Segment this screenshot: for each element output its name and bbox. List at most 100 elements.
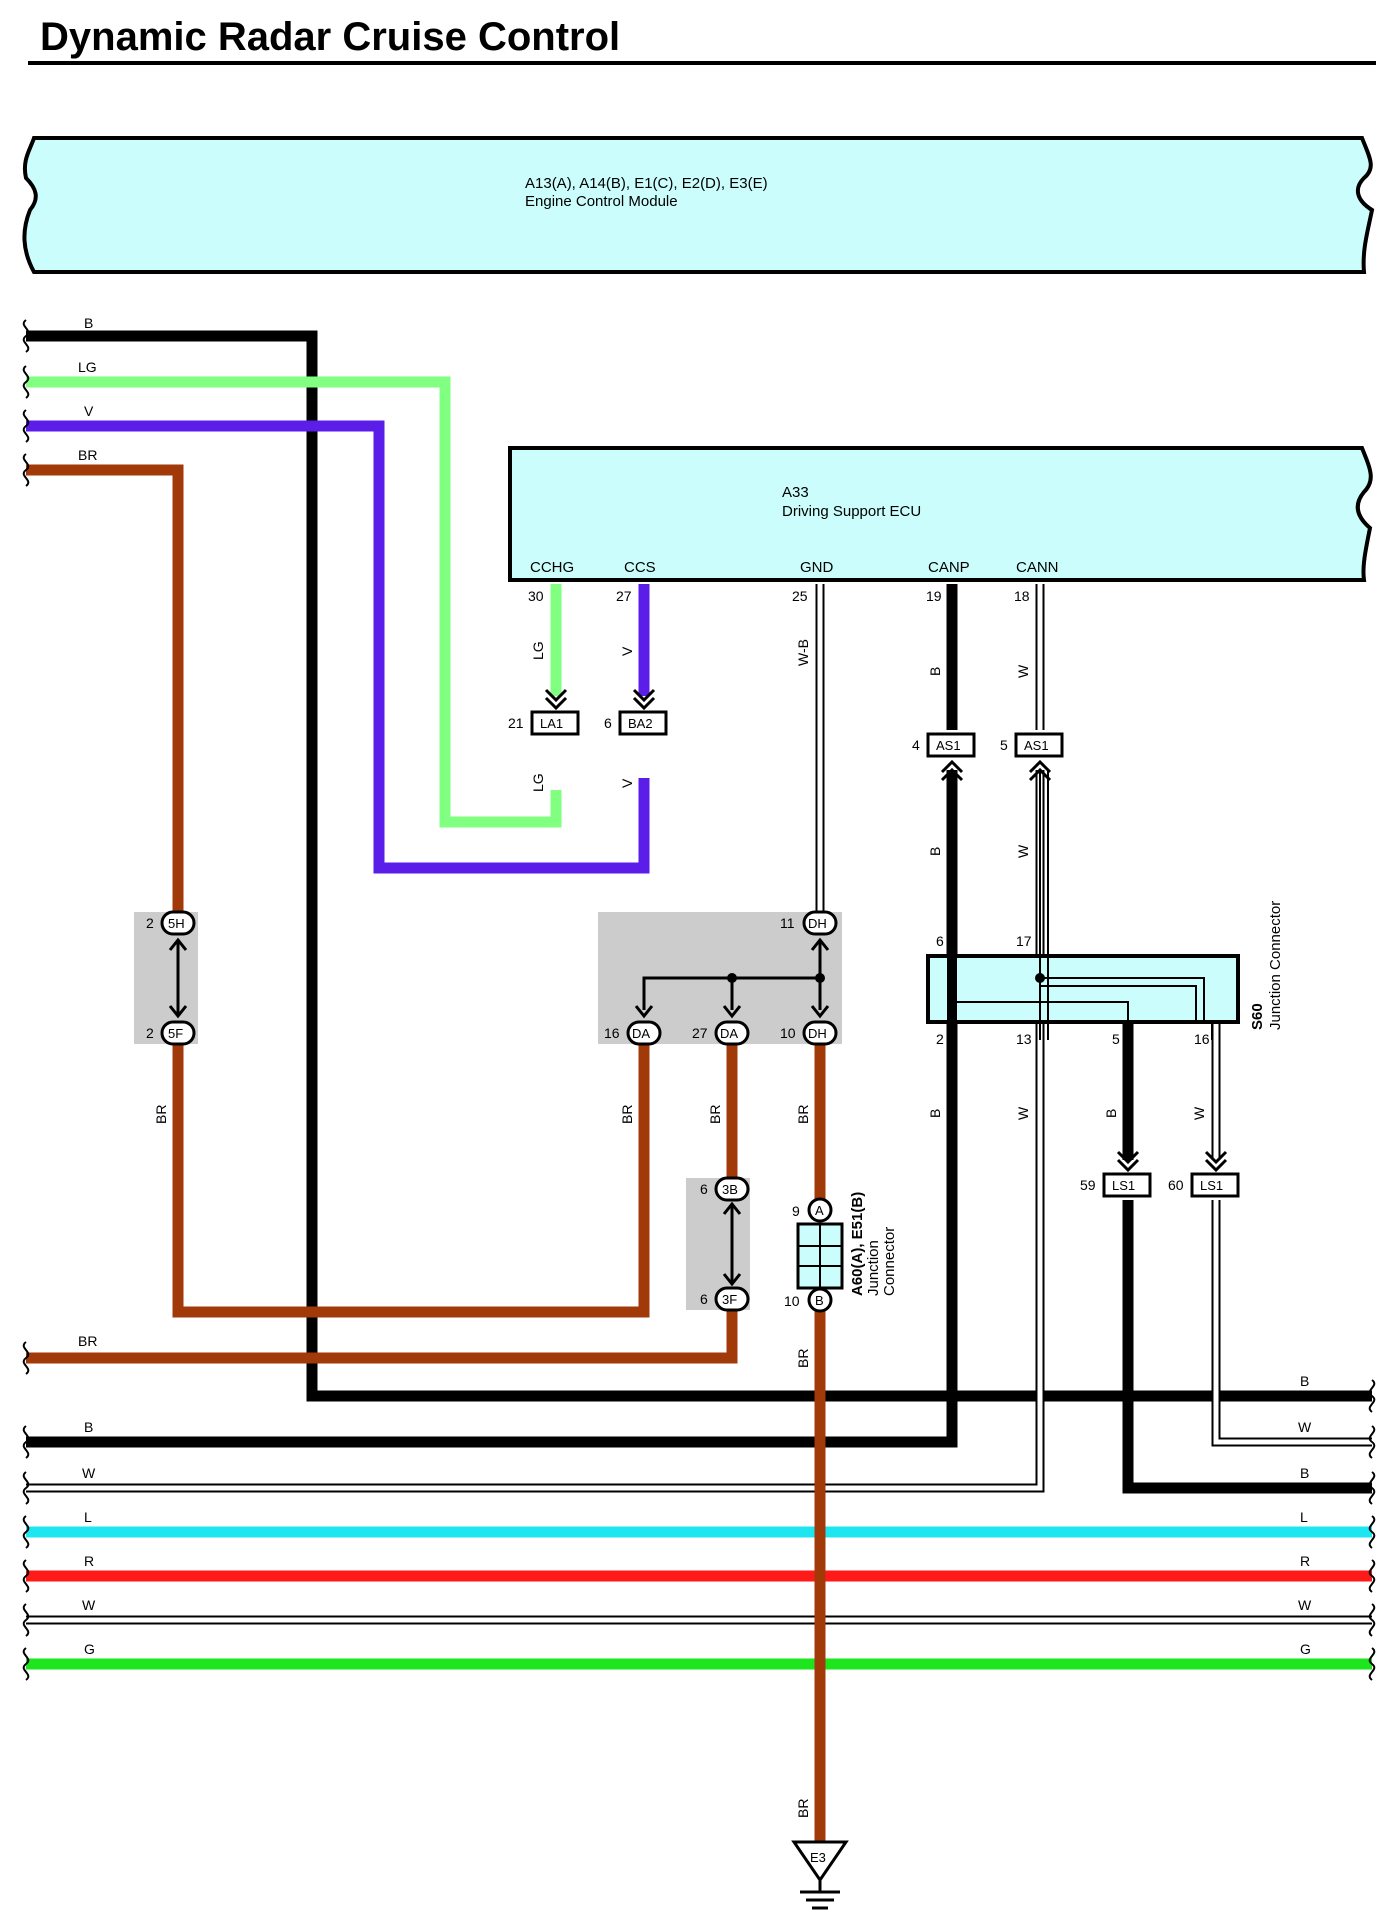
wire-label-s60-2: B [927, 1109, 943, 1118]
wire-label-ccs-lower: V [619, 778, 635, 788]
connector-3b-label: 3B [722, 1182, 738, 1197]
wire-label-right-l: L [1300, 1509, 1308, 1525]
connector-da27[interactable]: DA 27 [692, 1020, 750, 1046]
connector-5f[interactable]: 5F 2 [146, 1020, 196, 1046]
s60-pin-6: 6 [936, 933, 944, 949]
wire-br-5f-da16[interactable] [172, 1044, 650, 1318]
connector-as1-4-pin: 4 [912, 737, 920, 753]
splice-arrow-dh11 [810, 937, 830, 951]
ground-e3[interactable]: E3 [791, 1840, 849, 1910]
connector-5h-pin: 2 [146, 915, 154, 931]
pin-num-18: 18 [1014, 588, 1030, 604]
a60-pin-bottom: 10 [784, 1293, 800, 1309]
connector-da16-pin: 16 [604, 1025, 620, 1041]
wire-label-bus-w2: W [82, 1597, 96, 1613]
wire-black-b-top[interactable] [26, 330, 1372, 1402]
connector-as1-5-pin: 5 [1000, 737, 1008, 753]
wire-v-ccs[interactable] [26, 420, 650, 874]
connector-da16[interactable]: DA 16 [604, 1020, 662, 1046]
wire-label-right-w2: W [1298, 1597, 1312, 1613]
connector-dh11-pin: 11 [780, 915, 795, 931]
connector-dh11[interactable]: DH 11 [780, 910, 838, 936]
splice-dot-1 [727, 973, 737, 983]
connector-as1-4[interactable]: AS1 4 [912, 732, 976, 782]
a60-letter-a: A [815, 1203, 824, 1218]
wire-label-s60-5: B [1103, 1109, 1119, 1118]
wire-label-cchg-upper: LG [530, 641, 546, 660]
wire-label-da27-br: BR [707, 1105, 723, 1124]
connector-as1-5-label: AS1 [1024, 738, 1049, 753]
s60-pin-13: 13 [1016, 1031, 1032, 1047]
connector-dh11-label: DH [808, 916, 827, 931]
wire-lg-cchg[interactable] [26, 376, 562, 828]
wire-label-s60-16: W [1191, 1106, 1207, 1120]
wire-label-s60-13: W [1015, 1106, 1031, 1120]
a60-junction-connector[interactable]: A B [796, 1197, 844, 1313]
connector-3f-label: 3F [722, 1292, 737, 1307]
a60-code: A60(A), E51(B) [849, 1192, 866, 1296]
connector-dh10-label: DH [808, 1026, 827, 1041]
wire-ls1-60-right[interactable] [1211, 1200, 1372, 1447]
pin-num-19: 19 [926, 588, 942, 604]
wire-label-bus-g: G [84, 1641, 95, 1657]
connector-ls1-59-pin: 59 [1080, 1177, 1096, 1193]
connector-da16-label: DA [632, 1026, 650, 1041]
wire-ls1-59-right[interactable] [1122, 1200, 1372, 1494]
wire-label-right-w1: W [1298, 1419, 1312, 1435]
connector-la1[interactable]: LA1 21 [508, 688, 580, 736]
pin-name-cchg: CCHG [530, 559, 574, 576]
left-break-marks [22, 319, 30, 1681]
ecm-name: Engine Control Module [525, 193, 678, 210]
wire-br-top[interactable] [26, 464, 184, 912]
connector-3f[interactable]: 3F 6 [700, 1286, 750, 1312]
connector-as1-5[interactable]: AS1 5 [1000, 732, 1064, 782]
connector-5h[interactable]: 5H 2 [146, 910, 196, 936]
connector-da27-label: DA [720, 1026, 738, 1041]
connector-3b-pin: 6 [700, 1181, 708, 1197]
s60-junction-connector[interactable] [926, 770, 1240, 1040]
connector-3f-pin: 6 [700, 1291, 708, 1307]
driving-support-ecu-box[interactable] [508, 446, 1373, 582]
pin-num-27: 27 [616, 588, 632, 604]
s60-pin-17: 17 [1016, 933, 1032, 949]
s60-name: Junction Connector [1267, 901, 1284, 1030]
wire-label-top-b: B [84, 315, 93, 331]
connector-la1-label: LA1 [540, 716, 563, 731]
s60-pin-5: 5 [1112, 1031, 1120, 1047]
s60-pin-16: 16 [1194, 1031, 1210, 1047]
connector-dh10[interactable]: DH 10 [780, 1020, 838, 1046]
pin-name-canp: CANP [928, 559, 970, 576]
wire-label-bus-b: B [84, 1419, 93, 1435]
wire-ls1-60-right-inner [1213, 1200, 1372, 1445]
ground-label: E3 [810, 1850, 826, 1865]
wire-label-right-g: G [1300, 1641, 1311, 1657]
wire-label-bus-l: L [84, 1509, 92, 1525]
wire-br-3f-left[interactable] [26, 1310, 738, 1364]
connector-ba2-label: BA2 [628, 716, 653, 731]
wire-label-top-lg: LG [78, 359, 97, 375]
a60-name-line1: Junction [865, 1240, 882, 1296]
a60-name-line2: Connector [881, 1227, 898, 1296]
connector-ls1-60[interactable]: LS1 60 [1168, 1150, 1240, 1198]
wire-label-cann-upper: W [1015, 664, 1031, 678]
ecm-box[interactable] [22, 136, 1375, 274]
connector-ls1-59[interactable]: LS1 59 [1080, 1150, 1152, 1198]
connector-ls1-60-label: LS1 [1200, 1178, 1223, 1193]
a60-pin-top: 9 [792, 1203, 800, 1219]
pin-name-ccs: CCS [624, 559, 656, 576]
wire-label-left-br: BR [153, 1105, 169, 1124]
wire-label-a60-below: BR [795, 1349, 811, 1368]
s60-pin-2: 2 [936, 1031, 944, 1047]
wire-label-top-v: V [84, 403, 94, 419]
wire-label-da16-br: BR [619, 1105, 635, 1124]
pin-num-25: 25 [792, 588, 808, 604]
pin-num-30: 30 [528, 588, 544, 604]
connector-ls1-60-pin: 60 [1168, 1177, 1184, 1193]
a60-letter-b: B [815, 1293, 824, 1308]
wire-label-ground-br: BR [795, 1799, 811, 1818]
connector-5h-label: 5H [168, 916, 185, 931]
connector-ba2[interactable]: BA2 6 [604, 688, 668, 736]
pin-name-cann: CANN [1016, 559, 1059, 576]
connector-3b[interactable]: 3B 6 [700, 1176, 750, 1202]
